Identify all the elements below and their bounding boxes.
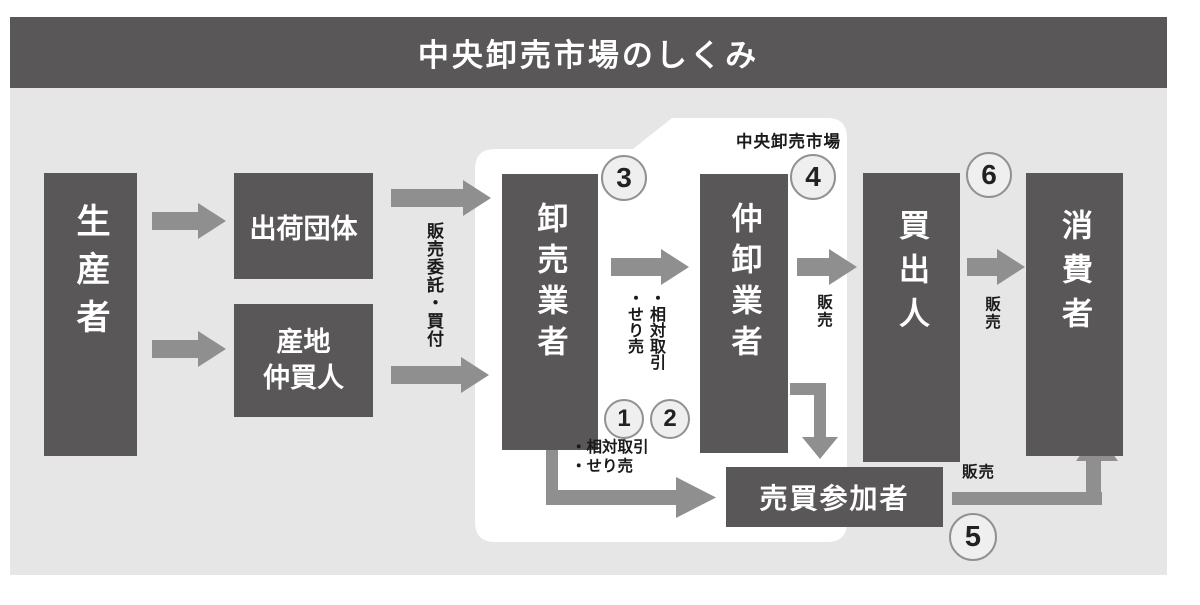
step-circle-5: 5 <box>949 513 997 561</box>
arrow-intermediate-to-trade-participant-icon <box>790 383 838 459</box>
step-circle-5-number: 5 <box>964 520 982 553</box>
box-shipping-org-label: 出荷団体 <box>249 213 358 244</box>
step-circle-1: 1 <box>604 399 644 439</box>
box-intermediate-wholesaler: 仲卸業者 <box>700 174 788 453</box>
arrow-buyer-to-consumer-icon <box>967 249 1025 285</box>
central-market-area-label: 中央卸売市場 <box>736 133 841 151</box>
box-buyer: 買出人 <box>863 173 960 462</box>
consignment-purchase-label: 販売委託・買付 <box>424 222 443 348</box>
step-circle-2-number: 2 <box>663 405 677 432</box>
box-shipping-org: 出荷団体 <box>234 173 373 279</box>
step-circle-4-number: 4 <box>805 161 821 192</box>
step-circle-6: 6 <box>966 152 1012 198</box>
box-consumer-label: 消費者 <box>1057 209 1092 341</box>
step-circle-1-number: 1 <box>617 405 631 432</box>
sales-label-buyer: 販売 <box>983 296 1000 331</box>
arrow-producer-to-shipping-org-icon <box>152 203 226 239</box>
box-buyer-label: 買出人 <box>894 209 929 341</box>
arrow-wholesaler-to-intermediate-icon <box>611 249 689 285</box>
arrow-intermediate-to-buyer-icon <box>797 249 857 285</box>
trade-methods-vertical-label: ・相対取引 ・せり売 <box>625 290 664 370</box>
step-circle-6-number: 6 <box>981 159 997 190</box>
box-consumer: 消費者 <box>1026 173 1123 456</box>
diagram-title-bar: 中央卸売市場のしくみ <box>10 17 1167 88</box>
sales-label-intermediate: 販売 <box>815 294 832 329</box>
box-wholesaler: 卸売業者 <box>502 174 598 450</box>
step-circle-4: 4 <box>790 154 836 200</box>
sales-label-participant: 販売 <box>962 464 996 481</box>
arrow-local-middleman-to-wholesaler-icon <box>391 357 489 393</box>
box-producer-label: 生産者 <box>71 203 109 347</box>
box-trade-participant: 売買参加者 <box>726 467 943 527</box>
diagram-title: 中央卸売市場のしくみ <box>417 38 760 73</box>
arrow-shipping-org-to-wholesaler-icon <box>391 180 491 216</box>
step-circle-3-number: 3 <box>616 162 632 193</box>
box-local-middleman: 産地 仲買人 <box>234 304 373 417</box>
box-producer: 生産者 <box>44 173 137 456</box>
trade-methods-horizontal-label: ・相対取引 ・せり売 <box>571 439 649 475</box>
step-circle-3: 3 <box>601 155 647 201</box>
box-intermediate-wholesaler-label: 仲卸業者 <box>726 202 762 366</box>
arrow-producer-to-local-middleman-icon <box>152 331 226 367</box>
box-local-middleman-label: 産地 仲買人 <box>263 327 344 393</box>
step-circle-2: 2 <box>650 399 690 439</box>
box-wholesaler-label: 卸売業者 <box>532 202 568 366</box>
box-trade-participant-label: 売買参加者 <box>759 483 910 514</box>
